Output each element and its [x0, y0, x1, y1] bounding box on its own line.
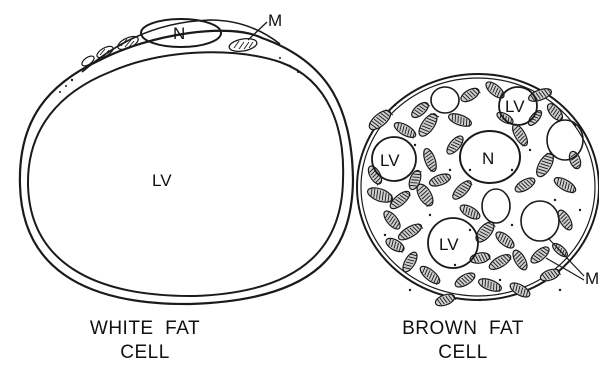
brown-cell-mitochondrion: [510, 122, 531, 148]
brown-cell-granule: [394, 104, 396, 106]
brown-cell-lipid-droplet: [547, 120, 583, 160]
brown-cell-nucleus-label: N: [482, 149, 494, 168]
brown-cell-lipid-droplet: [521, 201, 559, 241]
brown-cell-granule: [429, 214, 431, 216]
brown-cell-granule: [469, 229, 471, 231]
brown-cell-granule: [499, 279, 501, 281]
brown-cell-granule: [454, 264, 456, 266]
brown-cell-granule: [409, 289, 411, 291]
brown-cell-granule: [511, 169, 513, 171]
white-fat-cell: N M LV: [20, 11, 353, 304]
brown-cell-mitochondrion: [450, 178, 474, 202]
white-cell-vacuole-label: LV: [152, 171, 172, 190]
white-cell-mitochondria-right: [228, 37, 258, 54]
brown-cell-mitochondrion: [453, 270, 477, 290]
brown-cell-granule: [579, 209, 581, 211]
brown-cell-mitochondrion: [508, 280, 532, 300]
brown-fat-cell-caption: BROWN FAT CELL: [378, 317, 548, 365]
brown-cell-mitochondrion: [487, 252, 513, 273]
brown-cell-granule: [449, 169, 451, 171]
brown-cell-mitochondrion: [421, 147, 439, 173]
white-cell-nucleus-label: N: [173, 24, 185, 43]
white-fat-cell-caption: WHITE FAT CELL: [60, 317, 230, 365]
brown-cell-mitochondrion: [483, 79, 506, 101]
brown-cell-mitochondrion: [493, 229, 516, 251]
brown-cell-mitochondria-label: M: [585, 269, 599, 288]
brown-cell-mitochondrion: [366, 185, 395, 205]
brown-cell-granule: [511, 224, 513, 226]
brown-cell-mitochondria: [366, 79, 583, 308]
brown-cell-mitochondrion: [400, 250, 420, 274]
brown-cell-vacuole-label: LV: [439, 235, 459, 254]
brown-cell-lipid-droplet: [482, 189, 510, 223]
brown-cell-mitochondrion: [510, 248, 530, 272]
brown-cell-granule: [479, 299, 481, 301]
brown-cell-granule: [529, 149, 531, 151]
white-cell-mitochondria-label: M: [268, 11, 282, 30]
brown-fat-cell: LV LV LV N M: [357, 74, 599, 308]
brown-cell-granule: [469, 169, 471, 171]
brown-fat-cell-caption-line1: BROWN FAT: [378, 317, 548, 341]
brown-cell-granule: [559, 289, 561, 291]
white-cell-outer-membrane: [20, 31, 353, 304]
brown-cell-mitochondrion: [428, 172, 452, 189]
brown-cell-granule: [554, 199, 556, 201]
brown-cell-mitochondrion: [447, 111, 473, 129]
brown-cell-mitochondrion: [381, 208, 403, 231]
brown-cell-mitochondrion: [513, 175, 537, 195]
brown-cell-granule: [384, 234, 386, 236]
brown-cell-mitochondrion: [418, 263, 443, 286]
brown-cell-mitochondrion: [366, 107, 394, 133]
brown-cell-vacuole-label: LV: [380, 151, 400, 170]
white-fat-cell-caption-line1: WHITE FAT: [60, 317, 230, 341]
brown-cell-lipid-droplet: [431, 87, 459, 113]
brown-cell-granule: [414, 144, 416, 146]
brown-cell-mitochondrion: [526, 109, 544, 128]
brown-cell-mitochondrion: [477, 276, 503, 294]
brown-cell-mitochondrion: [528, 244, 551, 266]
brown-fat-cell-caption-line2: CELL: [378, 341, 548, 365]
brown-cell-mitochondrion: [539, 267, 561, 283]
brown-cell-mitochondrion: [552, 175, 578, 196]
brown-cell-vacuole-label: LV: [505, 97, 525, 116]
white-cell-lipid-vacuole: [28, 52, 343, 296]
white-fat-cell-caption-line2: CELL: [60, 341, 230, 365]
white-cell-mitochondria-pointer: [248, 22, 267, 40]
brown-cell-mitochondrion: [459, 86, 481, 105]
